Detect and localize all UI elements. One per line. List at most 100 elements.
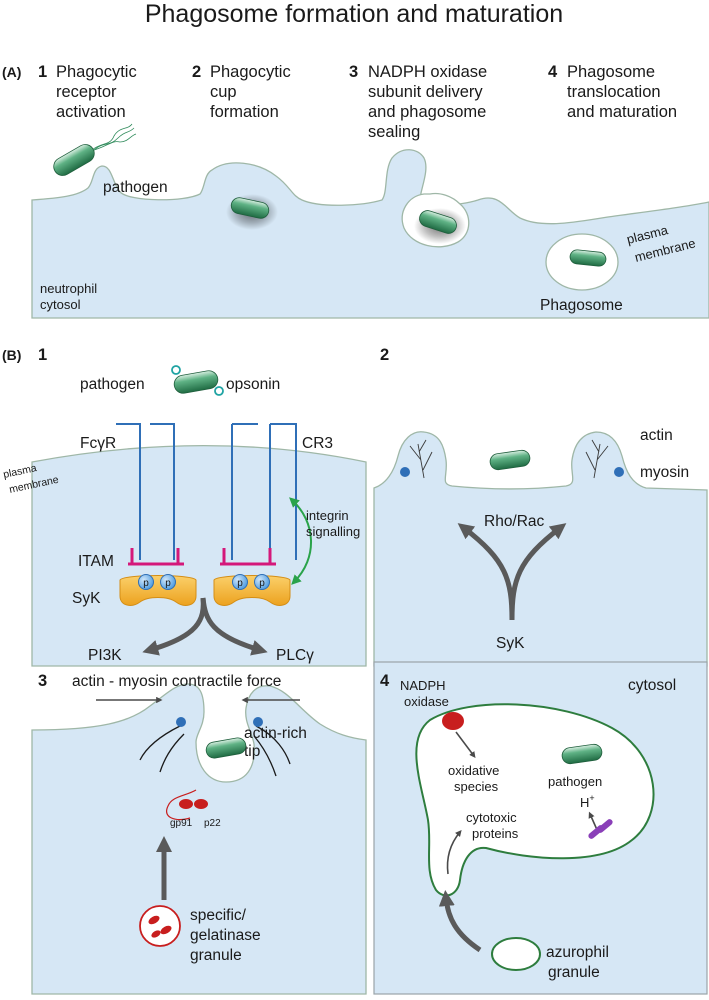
fcgr-label: FcγR bbox=[80, 435, 116, 452]
pathogen-a-1 bbox=[53, 144, 95, 176]
cytotoxic-label-1: cytotoxic bbox=[466, 810, 517, 825]
svg-text:cup: cup bbox=[210, 83, 237, 101]
oxidative-label-2: species bbox=[454, 779, 499, 794]
itam-right bbox=[220, 548, 276, 566]
nadph-label-2: oxidase bbox=[404, 694, 449, 709]
panel-b4: 4 cytosol NADPH oxidase oxidative specie… bbox=[373, 661, 708, 995]
svg-text:3: 3 bbox=[349, 63, 358, 81]
panel-b1: 1 pathogen opsonin FcγR CR3 plasma membr… bbox=[2, 346, 367, 667]
panel-b2: 2 actin myosin Rho/Rac SyK bbox=[373, 346, 708, 667]
svg-text:translocation: translocation bbox=[567, 83, 661, 101]
plcg-label: PLCγ bbox=[276, 647, 314, 664]
myosin-dot-b3-left bbox=[176, 717, 186, 727]
cytotoxic-label-2: proteins bbox=[472, 826, 519, 841]
svg-text:sealing: sealing bbox=[368, 123, 420, 141]
phospho-2 bbox=[160, 574, 176, 590]
svg-text:Phagocytic: Phagocytic bbox=[210, 63, 291, 81]
svg-text:p: p bbox=[143, 578, 149, 589]
actin-cables bbox=[139, 725, 291, 777]
fcgr-left-arm bbox=[116, 423, 141, 560]
step-4-heading: 4 Phagosome translocation and maturation bbox=[548, 63, 677, 121]
svg-text:Phagosome: Phagosome bbox=[567, 63, 655, 81]
proton-label: H+ bbox=[580, 793, 595, 810]
gp91-label: gp91 bbox=[170, 818, 193, 829]
p22-label: p22 bbox=[204, 818, 221, 829]
vesicle-membrane bbox=[166, 789, 197, 821]
step-1-heading: 1 Phagocytic receptor activation bbox=[38, 63, 137, 121]
cytosol-label-a: neutrophil cytosol bbox=[40, 281, 97, 312]
svg-text:1: 1 bbox=[38, 346, 47, 364]
tip-label-2: tip bbox=[244, 743, 260, 760]
azurophil-granule bbox=[491, 937, 541, 971]
svg-text:receptor: receptor bbox=[56, 83, 117, 101]
nadph-oxidase bbox=[442, 712, 464, 730]
actin-filaments-right bbox=[585, 439, 609, 479]
actin-label: actin bbox=[640, 427, 673, 444]
panel-b-label: (B) bbox=[2, 347, 21, 363]
proton-pump bbox=[588, 819, 613, 839]
cr3-label: CR3 bbox=[302, 435, 333, 452]
svg-text:and phagosome: and phagosome bbox=[368, 103, 486, 121]
force-label: actin - myosin contractile force bbox=[72, 673, 281, 690]
step-3-heading: 3 NADPH oxidase subunit delivery and pha… bbox=[349, 63, 487, 141]
phospho-3 bbox=[232, 574, 248, 590]
pathogen-b3 bbox=[205, 737, 247, 759]
cytosol-label-b4: cytosol bbox=[628, 677, 676, 694]
tip-label-1: actin-rich bbox=[244, 725, 307, 742]
granule-label-3: granule bbox=[190, 947, 242, 964]
svg-text:p: p bbox=[165, 578, 171, 589]
fcgr-right-arm bbox=[150, 423, 175, 560]
arrow-plcg bbox=[200, 597, 268, 656]
oxidative-label-1: oxidative bbox=[448, 763, 499, 778]
panel-b3: 3 actin - myosin contractile force actin… bbox=[31, 672, 367, 995]
svg-text:Phagocytic: Phagocytic bbox=[56, 63, 137, 81]
svg-text:1: 1 bbox=[38, 63, 47, 81]
itam-label: ITAM bbox=[78, 553, 114, 570]
azurophil-label-1: azurophil bbox=[546, 944, 609, 961]
svg-text:neutrophil: neutrophil bbox=[40, 281, 97, 296]
svg-text:2: 2 bbox=[380, 346, 389, 364]
opsonin-dot-1 bbox=[171, 365, 181, 375]
svg-text:p: p bbox=[259, 578, 265, 589]
pathogen-a-4 bbox=[569, 249, 607, 267]
svg-text:cytosol: cytosol bbox=[40, 297, 81, 312]
azurophil-label-2: granule bbox=[548, 964, 600, 981]
p22 bbox=[194, 799, 208, 809]
neutrophil-cell-a bbox=[31, 149, 709, 319]
integrin-label-1: integrin bbox=[306, 508, 349, 523]
opsonin-label: opsonin bbox=[226, 376, 280, 393]
arrow-cytotoxic bbox=[446, 830, 462, 875]
svg-text:2: 2 bbox=[192, 63, 201, 81]
granule-label-1: specific/ bbox=[190, 907, 247, 924]
svg-text:4: 4 bbox=[380, 672, 390, 690]
rho-rac-label: Rho/Rac bbox=[484, 513, 545, 530]
granule-content-2 bbox=[160, 925, 172, 935]
granule-label-2: gelatinase bbox=[190, 927, 261, 944]
myosin-label: myosin bbox=[640, 464, 689, 481]
svg-text:activation: activation bbox=[56, 103, 126, 121]
nadph-label-1: NADPH bbox=[400, 678, 446, 693]
integrin-arrow bbox=[289, 497, 312, 585]
myosin-dot-b3-right bbox=[253, 717, 263, 727]
gp91 bbox=[179, 799, 193, 809]
arrow-oxidative bbox=[455, 731, 476, 759]
itam-left bbox=[128, 548, 184, 566]
svg-text:3: 3 bbox=[38, 672, 47, 690]
panel-a-label: (A) bbox=[2, 64, 21, 80]
pathogen-a-3 bbox=[419, 210, 457, 234]
opsonized-pathogen bbox=[173, 370, 219, 394]
phospho-1 bbox=[138, 574, 154, 590]
syk-label-b2: SyK bbox=[496, 635, 525, 652]
svg-text:formation: formation bbox=[210, 103, 279, 121]
syk-label-b1: SyK bbox=[72, 590, 101, 607]
pathogen-b4 bbox=[561, 743, 603, 765]
pi3k-label: PI3K bbox=[88, 647, 122, 664]
svg-text:4: 4 bbox=[548, 63, 558, 81]
granule-content-3 bbox=[151, 930, 161, 938]
integrin-label-2: signalling bbox=[306, 524, 360, 539]
svg-text:subunit delivery: subunit delivery bbox=[368, 83, 483, 101]
svg-text:and maturation: and maturation bbox=[567, 103, 677, 121]
pathogen-label-b1: pathogen bbox=[80, 376, 145, 393]
svg-text:p: p bbox=[237, 578, 243, 589]
